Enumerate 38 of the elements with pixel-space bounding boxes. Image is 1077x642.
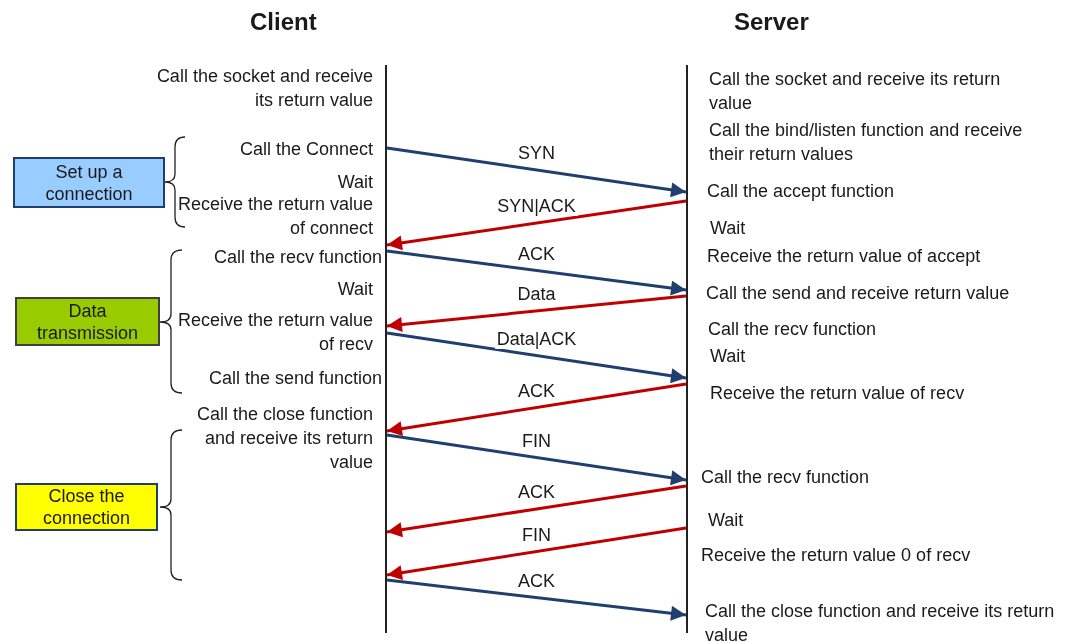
arrow [386,433,687,486]
column-heading: Client [250,8,317,36]
column-heading: Server [734,8,809,36]
arrow [386,526,687,581]
arrow [386,382,687,437]
step-text: Call the send and receive return value [706,282,1011,305]
edge-label: SYN|ACK [495,196,578,216]
step-text: Receive the return value of accept [707,245,982,268]
phase-box: Set up a connection [13,157,165,208]
step-text: Call the socket and receive its return value [155,65,373,112]
step-text: Call the socket and receive its return value [709,68,1002,115]
step-text: Call the bind/listen function and receive their return values [709,119,1024,166]
step-text: Wait [336,171,373,194]
step-text: Receive the return value of recv [710,382,966,405]
arrow [386,484,687,538]
step-text: Call the send function [207,367,382,390]
step-text: Wait [708,509,745,532]
arrow [386,331,687,384]
step-text: Call the Connect [238,138,373,161]
step-text: Receive the return value 0 of recv [701,544,972,567]
phase-box: Data transmission [15,297,160,346]
arrow [386,199,687,251]
step-text: Call the close function and receive its return value [705,600,1056,642]
step-text: Call the recv function [708,318,878,341]
arrow [386,578,687,621]
arrow [386,146,687,198]
step-text: Receive the return value of recv [176,309,373,356]
step-text: Wait [710,217,747,240]
step-text: Call the accept function [707,180,896,203]
phase-box: Close the connection [15,483,158,531]
arrow [386,249,687,296]
step-text: Call the recv function [212,246,382,269]
step-text: Receive the return value of connect [176,193,373,240]
step-text: Wait [336,278,373,301]
step-text: Call the recv function [701,466,871,489]
step-text: Call the close function and receive its return value [195,403,373,474]
arrow [386,294,687,332]
step-text: Wait [710,345,747,368]
